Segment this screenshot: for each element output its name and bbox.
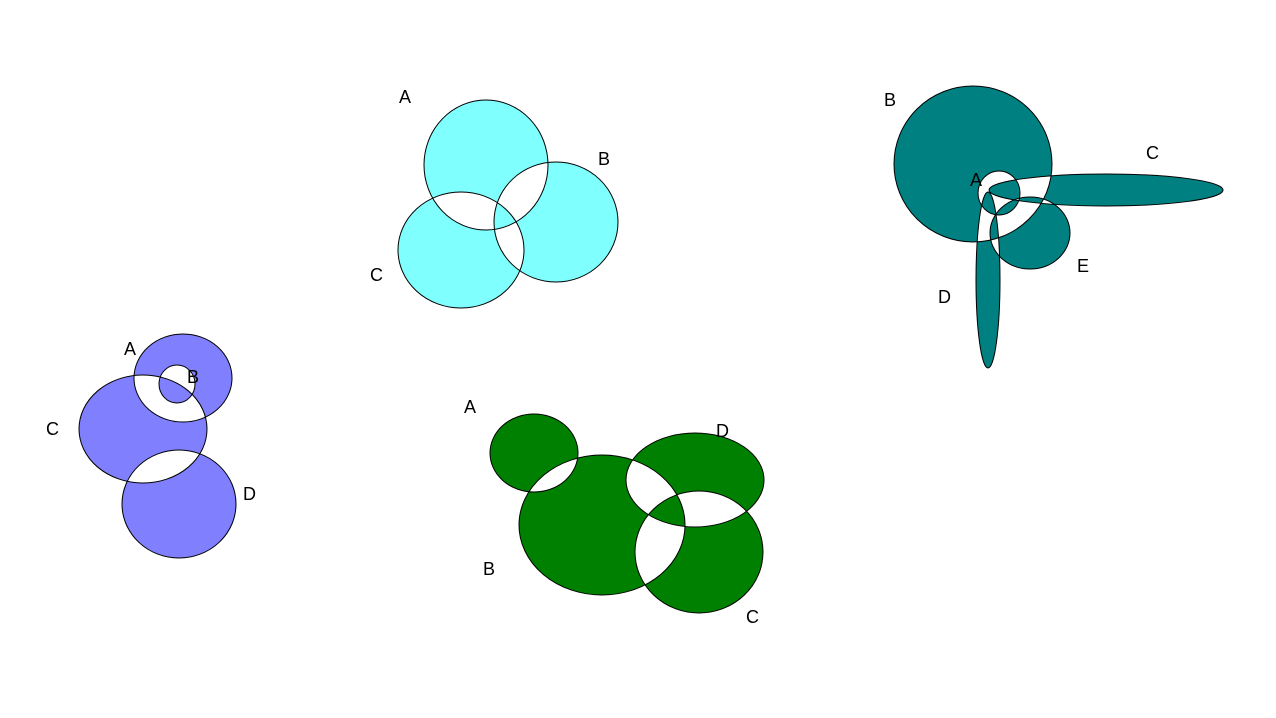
venn-green-set-b-outline [518,454,686,596]
venn-cyan-set-c-outline [397,191,525,309]
venn-cyan-label-a: A [399,87,411,107]
venn-blue-label-a: A [124,339,136,359]
venn-green-label-d: D [716,421,729,441]
venn-teal: B C A E D [884,85,1224,369]
venn-teal-set-d-outline [975,191,1001,369]
venn-teal-set-c-outline [988,173,1224,207]
venn-green-set-c-outline [634,490,764,614]
venn-green-label-c: C [746,607,759,627]
venn-teal-set-b-outline [893,85,1053,243]
venn-blue-set-a-outline [133,333,233,423]
venn-green-set-a-outline [489,413,579,493]
venn-blue-label-d: D [243,484,256,504]
venn-cyan-label-b: B [598,149,610,169]
venn-blue-label-b: B [187,367,199,387]
venn-cyan-shaded-region [398,100,618,308]
venn-teal-label-a: A [970,170,982,190]
venn-teal-label-b: B [884,90,896,110]
venn-teal-shaded-region [894,86,1223,368]
venn-cyan-set-b-outline [493,161,619,283]
venn-cyan-label-c: C [370,265,383,285]
venn-cyan-set-a-outline [423,99,549,231]
venn-blue-set-d-outline [121,449,237,559]
venn-green-label-b: B [483,559,495,579]
venn-green-label-a: A [464,397,476,417]
venn-teal-set-e-outline [989,196,1071,270]
venn-blue-set-c-outline [78,374,208,484]
venn-blue-shaded-region [79,334,236,558]
venn-teal-set-a-outline [977,170,1021,216]
venn-green-set-d-outline [625,432,765,528]
venn-teal-label-d: D [938,287,951,307]
venn-blue: A B C D [46,333,256,559]
venn-teal-label-c: C [1146,143,1159,163]
venn-blue-set-b-outline [158,364,196,404]
venn-green: A D B C [464,397,765,627]
venn-cyan: A B C [370,87,619,309]
venn-blue-label-c: C [46,419,59,439]
venn-teal-label-e: E [1077,256,1089,276]
venn-green-shaded-region [490,414,764,613]
